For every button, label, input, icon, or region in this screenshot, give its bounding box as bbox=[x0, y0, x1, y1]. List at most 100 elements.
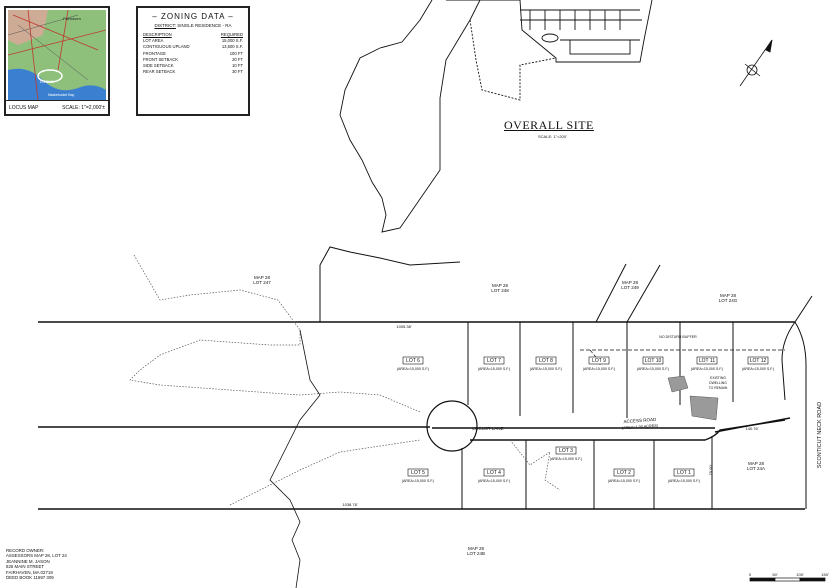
lot-label-box bbox=[613, 468, 635, 477]
lot-area: (AREA=15,000 S.F.) bbox=[530, 367, 562, 371]
owner-line: ASSESSORS MAP 28, LOT 24 bbox=[6, 553, 67, 559]
owner-line: RECORD OWNER: bbox=[6, 548, 45, 553]
lot-lines-upper bbox=[467, 321, 807, 509]
zoning-header-description: DESCRIPTION bbox=[143, 32, 172, 37]
scale-bar bbox=[749, 577, 826, 582]
lot-label: LOT 9 bbox=[592, 358, 606, 364]
zoning-row-required: 20 FT bbox=[232, 56, 243, 62]
zoning-district-value: SINGLE RESIDENCE - RA bbox=[177, 23, 232, 28]
lot-area: (AREA=15,000 S.F.) bbox=[691, 367, 723, 371]
dimension-bottom-left: 1038.78' bbox=[342, 502, 357, 507]
lot-label: LOT 6 bbox=[406, 358, 420, 364]
zoning-row: CONTIGUOUS UPLAND 13,500 S.F. bbox=[143, 44, 243, 50]
zoning-district: DISTRICT: SINGLE RESIDENCE - RA bbox=[143, 23, 243, 28]
zoning-row: FRONT SETBACK 20 FT bbox=[143, 57, 243, 63]
dimension-right-small: 70.00' bbox=[708, 464, 713, 475]
lot-label: LOT 7 bbox=[487, 358, 501, 364]
lot-area: (AREA=15,000 S.F.) bbox=[668, 479, 700, 483]
lot-area: (AREA=15,000 S.F.) bbox=[742, 367, 774, 371]
lot-lines-lower bbox=[461, 436, 713, 509]
dimension-top-left: 1005.38' bbox=[396, 324, 411, 329]
lot-label-box bbox=[642, 356, 664, 365]
lot-label-box bbox=[696, 356, 718, 365]
lot-label: LOT 8 bbox=[539, 358, 553, 364]
lot-area: (AREA=15,000 S.F.) bbox=[608, 479, 640, 483]
zoning-row-description: LOT AREA bbox=[143, 38, 164, 44]
lot-label: LOT 4 bbox=[487, 470, 501, 476]
lot-area: (AREA=15,000 S.F.) bbox=[478, 479, 510, 483]
zoning-row-required: 10 FT bbox=[232, 63, 243, 69]
zoning-row: REAR SETBACK 30 FT bbox=[143, 69, 243, 75]
locus-scale: SCALE: 1"=2,000'± bbox=[62, 104, 105, 111]
zoning-row-required: 15,000 S.F. bbox=[221, 38, 243, 44]
zoning-row-required: 13,500 S.F. bbox=[221, 44, 243, 50]
lot-label: LOT 3 bbox=[559, 448, 573, 454]
zoning-row-description: SIDE SETBACK bbox=[143, 63, 174, 69]
road-lines bbox=[38, 321, 805, 510]
scale-bar-label: 100' bbox=[796, 572, 804, 577]
zoning-district-label: DISTRICT: bbox=[154, 23, 176, 28]
dimension-right-mid: 140.76' bbox=[746, 426, 759, 431]
existing-dwelling bbox=[667, 375, 719, 421]
zoning-row: SIDE SETBACK 10 FT bbox=[143, 63, 243, 69]
lot-label: LOT 1 bbox=[677, 470, 691, 476]
overall-site-outline bbox=[339, 0, 653, 233]
lot-area: (AREA=15,000 S.F.) bbox=[478, 367, 510, 371]
lot-label-box bbox=[747, 356, 769, 365]
scale-bar-label: 0 bbox=[749, 572, 752, 577]
zoning-row-description: CONTIGUOUS UPLAND bbox=[143, 44, 190, 50]
zoning-row: LOT AREA 15,000 S.F. bbox=[143, 38, 243, 44]
wetland-note: NO DISTURB BUFFER bbox=[659, 335, 697, 339]
lot-label: LOT 11 bbox=[699, 358, 715, 364]
scale-bar-label: 50' bbox=[772, 572, 777, 577]
wetland-line bbox=[129, 254, 561, 588]
lot-label: LOT 12 bbox=[750, 358, 767, 364]
zoning-row-description: REAR SETBACK bbox=[143, 69, 176, 75]
lot-label: LOT 2 bbox=[617, 470, 631, 476]
locus-label: LOCUS MAP bbox=[9, 104, 39, 111]
access-road-label: ACCESS ROAD bbox=[623, 417, 657, 424]
owner-line: JEANNINE M. JASON bbox=[6, 558, 50, 564]
zoning-data-panel: – ZONING DATA – DISTRICT: SINGLE RESIDEN… bbox=[136, 6, 250, 116]
owner-line: DEED BOOK 11597 309 bbox=[6, 575, 54, 581]
zoning-row-required: 30 FT bbox=[232, 69, 243, 75]
locus-map-image: LOCUS Fairhaven Nasketucket Bay bbox=[8, 10, 106, 100]
lot-area: (AREA=15,000 S.F.) bbox=[637, 367, 669, 371]
owner-line: FAIRHAVEN, MA 02719 bbox=[6, 569, 53, 575]
lot-label-box bbox=[673, 468, 695, 477]
access-road-area: (AREA=1.00 ACRES) bbox=[622, 424, 659, 431]
zoning-row-description: FRONT SETBACK bbox=[143, 56, 179, 62]
lot-label-box bbox=[535, 356, 557, 365]
lot-area: (AREA=15,000 S.F.) bbox=[583, 367, 615, 371]
overall-site-scale: SCALE: 1"=200' bbox=[538, 134, 567, 139]
lot-label-box bbox=[407, 468, 429, 477]
lot-area: (AREA=15,000 S.F.) bbox=[402, 479, 434, 483]
lot-label-box bbox=[483, 356, 505, 365]
lot-area: (AREA=15,000 S.F.) bbox=[397, 367, 429, 371]
locus-map-graphic: LOCUS Fairhaven Nasketucket Bay bbox=[8, 10, 106, 100]
zoning-row-required: 100 FT bbox=[229, 50, 243, 56]
lot-label-box bbox=[588, 356, 610, 365]
locus-water-label: Nasketucket Bay bbox=[48, 93, 75, 97]
neck-road-label: SCONTICUT NECK ROAD bbox=[817, 402, 823, 468]
locus-tag: LOCUS bbox=[40, 79, 54, 84]
overall-site-title: OVERALL SITE bbox=[504, 118, 594, 132]
lot-label-box bbox=[555, 446, 577, 455]
lot-label-box bbox=[402, 356, 424, 365]
locus-footer: LOCUS MAP SCALE: 1"=2,000'± bbox=[6, 100, 108, 114]
zoning-header-required: REQUIRED bbox=[220, 32, 243, 37]
scale-bar-label: 150' bbox=[821, 572, 829, 577]
zoning-header-row: DESCRIPTION REQUIRED bbox=[143, 32, 243, 38]
north-arrow-icon bbox=[739, 39, 773, 87]
locus-map-panel: LOCUS Fairhaven Nasketucket Bay LOCUS MA… bbox=[4, 6, 110, 116]
locus-place-label: Fairhaven bbox=[63, 16, 81, 21]
cul-de-sac-label: LOCUST LANE bbox=[472, 426, 503, 431]
lot-label-box bbox=[483, 468, 505, 477]
